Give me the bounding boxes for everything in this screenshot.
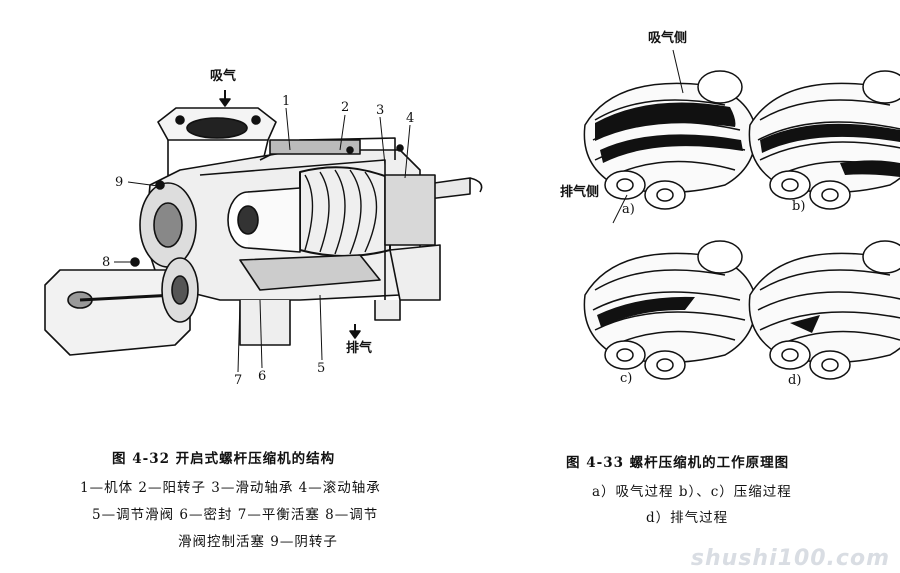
callout-2: 2 bbox=[341, 100, 350, 115]
panel-a-label: a) bbox=[622, 202, 635, 217]
caption-line-2: d）排气过程 bbox=[646, 510, 729, 526]
panel-b-label: b) bbox=[792, 199, 806, 214]
legend-line-3: 滑阀控制活塞 9—阴转子 bbox=[178, 534, 338, 550]
suction-label: 吸气 bbox=[210, 69, 237, 84]
callout-3: 3 bbox=[376, 103, 385, 118]
callout-6: 6 bbox=[258, 369, 267, 384]
suction-side-label: 吸气侧 bbox=[648, 31, 688, 46]
panel-d-label: d) bbox=[788, 373, 802, 388]
compressor-structure-figure: 吸气 排气 1 2 3 4 5 6 7 8 9 图 4-32 开启式螺杆压缩机的… bbox=[0, 0, 520, 550]
callout-8: 8 bbox=[102, 255, 111, 270]
caption-line-1: a）吸气过程 b）、c）压缩过程 bbox=[592, 484, 792, 500]
rotor-panels-drawing bbox=[583, 49, 900, 380]
legend-line-1: 1—机体 2—阳转子 3—滑动轴承 4—滚动轴承 bbox=[80, 480, 381, 496]
panel-b-rotors bbox=[748, 70, 900, 210]
callout-7: 7 bbox=[234, 373, 243, 388]
panel-c-rotors bbox=[583, 240, 757, 380]
callout-1: 1 bbox=[282, 94, 291, 109]
callout-4: 4 bbox=[406, 111, 415, 126]
discharge-label: 排气 bbox=[346, 341, 373, 356]
figure-4-33-caption: 图 4-33 螺杆压缩机的工作原理图 bbox=[566, 455, 790, 471]
panel-a-rotors bbox=[583, 49, 757, 224]
figure-4-32-caption: 图 4-32 开启式螺杆压缩机的结构 bbox=[112, 451, 336, 467]
discharge-side-label: 排气侧 bbox=[560, 185, 600, 200]
panel-d-rotors bbox=[748, 240, 900, 380]
site-watermark: shushi100.com bbox=[690, 546, 890, 571]
compressor-drawing bbox=[44, 90, 483, 373]
working-principle-figure: 吸气侧 排气侧 a) b) c) d) 图 4-33 螺杆压缩机的工作原理图 a… bbox=[520, 0, 900, 540]
callout-5: 5 bbox=[317, 361, 326, 376]
legend-line-2: 5—调节滑阀 6—密封 7—平衡活塞 8—调节 bbox=[92, 507, 379, 523]
panel-c-label: c) bbox=[620, 371, 633, 386]
callout-9: 9 bbox=[115, 175, 124, 190]
